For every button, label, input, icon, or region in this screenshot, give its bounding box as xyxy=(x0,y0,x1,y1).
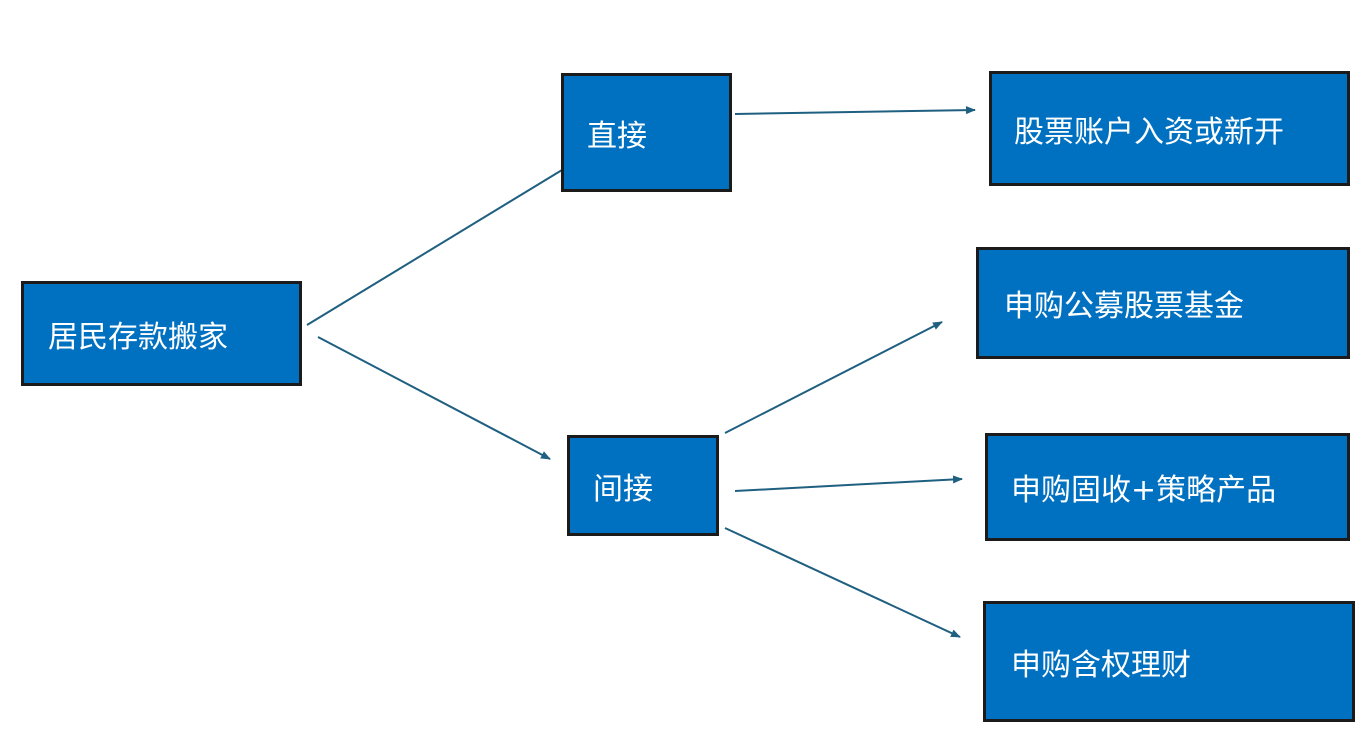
node-equity-wealth-label: 申购含权理财 xyxy=(1011,647,1191,683)
edge-root-to-indirect xyxy=(317,336,551,460)
node-stock-account-label: 股票账户入资或新开 xyxy=(1014,114,1284,150)
node-equity-wealth: 申购含权理财 xyxy=(983,601,1355,722)
node-indirect-label: 间接 xyxy=(593,471,653,507)
node-fixed-income-plus-label: 申购固收+策略产品 xyxy=(1011,473,1277,508)
node-direct: 直接 xyxy=(561,73,732,192)
node-stock-account: 股票账户入资或新开 xyxy=(989,71,1350,186)
node-indirect: 间接 xyxy=(567,435,719,536)
node-root-label: 居民存款搬家 xyxy=(48,319,228,355)
node-direct-label: 直接 xyxy=(587,118,647,154)
node-public-fund-label: 申购公募股票基金 xyxy=(1004,289,1244,324)
node-root: 居民存款搬家 xyxy=(21,281,302,386)
edge-indirect-to-public-fund xyxy=(724,321,943,434)
edge-root-to-direct xyxy=(306,169,563,326)
edge-indirect-to-fixed-income-plus xyxy=(734,475,963,492)
node-fixed-income-plus: 申购固收+策略产品 xyxy=(985,433,1350,541)
edge-indirect-to-equity-wealth xyxy=(724,527,961,638)
edge-direct-to-stock-account xyxy=(734,106,976,115)
node-public-fund: 申购公募股票基金 xyxy=(976,247,1350,359)
